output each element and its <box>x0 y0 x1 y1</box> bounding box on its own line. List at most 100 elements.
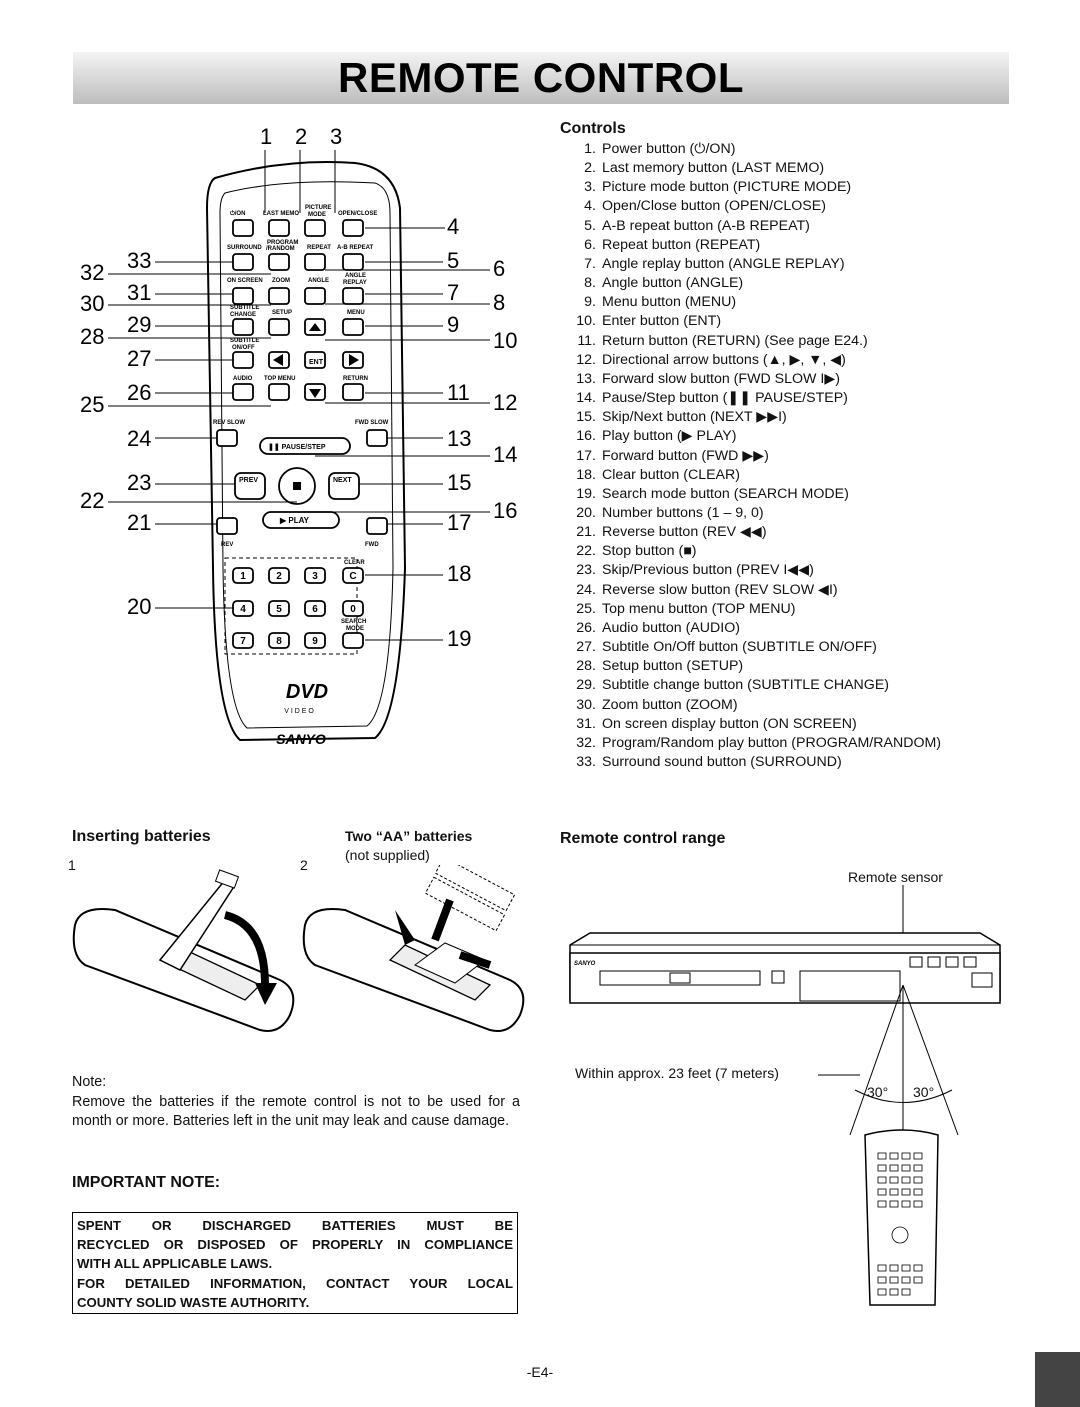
controls-item-text: Picture mode button (PICTURE MODE) <box>602 179 852 196</box>
important-note-box: SPENT OR DISCHARGED BATTERIES MUST BE RE… <box>72 1212 518 1314</box>
controls-item-number: 4. <box>584 198 596 215</box>
range-diagram: SANYO <box>569 885 1001 1306</box>
callout-18: 18 <box>447 561 471 586</box>
controls-item: 6.Repeat button (REPEAT) <box>560 236 941 255</box>
controls-item-text: Reverse button (REV ◀◀) <box>602 524 767 541</box>
label-search: SEARCH <box>341 619 366 625</box>
controls-item-text: Angle replay button (ANGLE REPLAY) <box>602 255 845 272</box>
label-repeat: REPEAT <box>307 245 331 251</box>
controls-item-number: 1. <box>584 141 596 157</box>
label-on-screen: ON SCREEN <box>227 278 263 284</box>
controls-item-number: 24. <box>576 581 596 598</box>
controls-item-text: Subtitle On/Off button (SUBTITLE ON/OFF) <box>602 639 877 656</box>
controls-item-number: 31. <box>576 715 596 732</box>
label-angle: ANGLE <box>308 278 329 284</box>
controls-item-number: 33. <box>576 754 596 770</box>
batteries-step-2: 2 <box>300 857 308 873</box>
controls-item-text: Zoom button (ZOOM) <box>602 696 738 713</box>
controls-item-number: 23. <box>576 562 596 579</box>
important-line-1: SPENT OR DISCHARGED BATTERIES MUST BE <box>77 1218 513 1233</box>
controls-item-number: 12. <box>576 351 596 368</box>
callout-6: 6 <box>493 256 505 281</box>
key-6: 6 <box>312 604 318 615</box>
label-on: ⏻/ON <box>230 210 245 217</box>
key-4: 4 <box>240 604 246 615</box>
controls-item: 11.Return button (RETURN) (See page E24.… <box>560 332 941 351</box>
note-text: Remove the batteries if the remote contr… <box>72 1093 520 1130</box>
callout-12: 12 <box>493 390 517 415</box>
callout-20: 20 <box>127 594 151 619</box>
dvd-logo: DVD <box>286 681 328 703</box>
callout-19: 19 <box>447 626 471 651</box>
range-angle-left: 30° <box>867 1084 889 1100</box>
remote-sensor-label: Remote sensor <box>848 869 943 885</box>
controls-item-text: Subtitle change button (SUBTITLE CHANGE) <box>602 677 890 694</box>
controls-item: 29.Subtitle change button (SUBTITLE CHAN… <box>560 676 941 695</box>
key-3: 3 <box>312 571 318 582</box>
controls-item-text: Forward slow button (FWD SLOW I▶) <box>602 370 840 387</box>
controls-item-text: Pause/Step button (❚❚ PAUSE/STEP) <box>602 390 848 407</box>
controls-item-number: 30. <box>576 696 596 713</box>
range-angle-right: 30° <box>913 1084 935 1100</box>
key-5: 5 <box>276 604 282 615</box>
callout-7: 7 <box>447 280 459 305</box>
controls-item-number: 9. <box>584 294 596 311</box>
label-fwd-slow: FWD SLOW <box>355 420 389 426</box>
important-note-heading: IMPORTANT NOTE: <box>72 1174 221 1191</box>
controls-list: 1.Power button (⏻/ON)2.Last memory butto… <box>560 140 941 772</box>
label-zoom: ZOOM <box>272 278 290 284</box>
page-title: REMOTE CONTROL <box>338 54 744 101</box>
callout-15: 15 <box>447 470 471 495</box>
controls-item-number: 15. <box>576 409 596 426</box>
controls-item: 15.Skip/Next button (NEXT ▶▶I) <box>560 408 941 427</box>
callout-10: 10 <box>493 328 517 353</box>
controls-item: 8.Angle button (ANGLE) <box>560 274 941 293</box>
controls-item-number: 27. <box>576 639 596 656</box>
label-rev-slow: REV SLOW <box>213 420 245 426</box>
callout-3: 3 <box>330 124 342 149</box>
label-last-memo: LAST MEMO <box>263 211 299 217</box>
controls-item-text: Power button (⏻/ON) <box>602 141 736 157</box>
important-line-5: COUNTY SOLID WASTE AUTHORITY. <box>77 1294 310 1310</box>
controls-item: 30. Zoom button (ZOOM) <box>560 696 941 715</box>
callout-32: 32 <box>80 260 104 285</box>
controls-item-number: 6. <box>584 236 596 253</box>
controls-item-text: On screen display button (ON SCREEN) <box>602 715 857 732</box>
controls-item-text: Play button (▶ PLAY) <box>602 428 737 445</box>
callout-8: 8 <box>493 290 505 315</box>
page-number: -E4- <box>526 1364 554 1380</box>
callout-9: 9 <box>447 312 459 337</box>
label-prev: PREV <box>239 477 258 484</box>
controls-item: 33.Surround sound button (SURROUND) <box>560 753 941 772</box>
controls-item: 10. Enter button (ENT) <box>560 312 941 331</box>
controls-item: 13.Forward slow button (FWD SLOW I▶) <box>560 370 941 389</box>
label-replay: REPLAY <box>343 280 367 286</box>
controls-item-number: 11. <box>577 332 596 349</box>
controls-item: 27. Subtitle On/Off button (SUBTITLE ON/O… <box>560 638 941 657</box>
label-next: NEXT <box>333 477 352 484</box>
callout-24: 24 <box>127 426 151 451</box>
callout-17: 17 <box>447 510 471 535</box>
note-label: Note: <box>72 1074 107 1090</box>
controls-item-number: 18. <box>576 466 596 483</box>
controls-item-text: Enter button (ENT) <box>602 313 722 330</box>
controls-item-number: 10. <box>576 313 596 330</box>
controls-item-text: Forward button (FWD ▶▶) <box>602 447 769 464</box>
two-aa-batteries: Two “AA” batteries <box>345 828 473 844</box>
callout-27: 27 <box>127 346 151 371</box>
controls-item: 28.Setup button (SETUP) <box>560 657 941 676</box>
label-top-menu: TOP MENU <box>264 376 295 382</box>
label-random: /RANDOM <box>266 246 295 252</box>
label-setup: SETUP <box>272 310 292 316</box>
label-search-mode: MODE <box>346 626 364 632</box>
controls-item-text: Clear button (CLEAR) <box>602 466 740 483</box>
callout-28: 28 <box>80 324 104 349</box>
controls-item: 5.A-B repeat button (A-B REPEAT) <box>560 217 941 236</box>
controls-item-number: 28. <box>576 658 596 675</box>
callout-23: 23 <box>127 470 151 495</box>
controls-item: 21.Reverse button (REV ◀◀) <box>560 523 941 542</box>
label-rev: REV <box>221 542 233 548</box>
controls-item-text: Skip/Previous button (PREV I◀◀) <box>602 562 814 579</box>
controls-item-text: Top menu button (TOP MENU) <box>602 600 796 617</box>
controls-item-number: 14. <box>576 390 596 407</box>
